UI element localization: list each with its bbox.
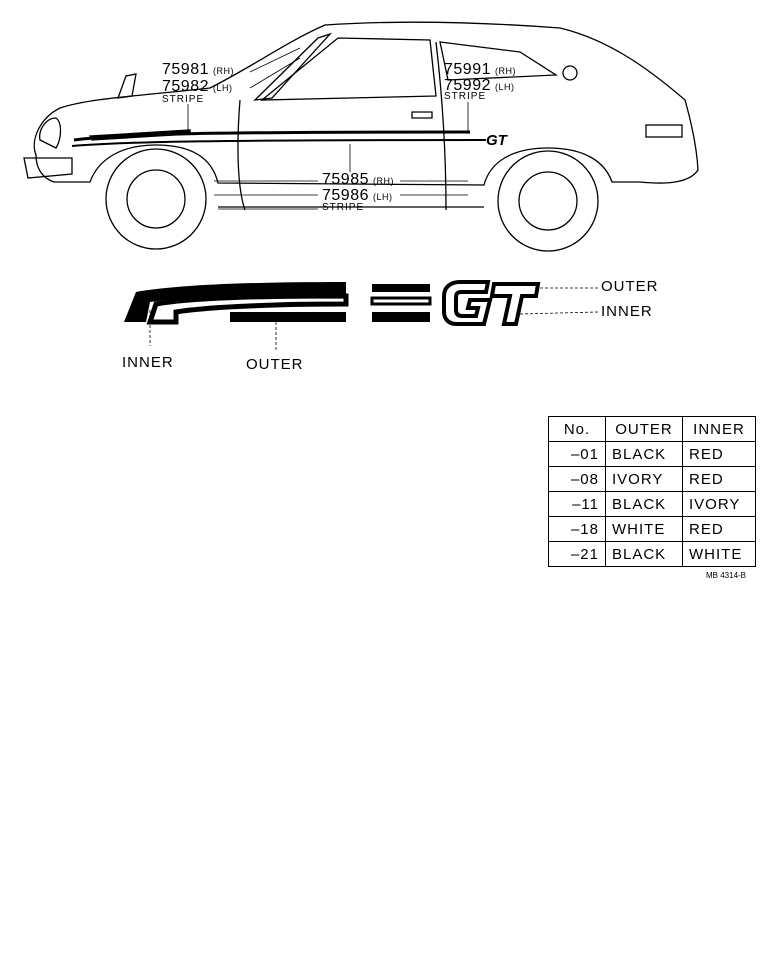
callout-inner-left: INNER	[122, 354, 174, 371]
callout-inner-right: INNER	[601, 303, 653, 320]
table-row: –08 IVORY RED	[548, 466, 756, 492]
figure-code: MB 4314-B	[706, 571, 747, 580]
cell-outer: BLACK	[605, 491, 683, 517]
stripe-segment-2	[372, 284, 430, 292]
table-header-row: No. OUTER INNER	[548, 416, 756, 442]
rear-stripe-rh: 75991 (RH)	[444, 62, 516, 78]
front-stripe-lh: 75982 (LH)	[162, 79, 233, 95]
front-wheel	[126, 169, 186, 229]
front-stripe-lh-side: (LH)	[213, 83, 233, 93]
front-stripe-rh-side: (RH)	[213, 66, 234, 76]
side-stripe-lh-number: 75986	[322, 187, 369, 204]
rear-wheel	[518, 171, 578, 231]
leader-side-left	[214, 180, 318, 210]
cell-number: –18	[548, 516, 606, 542]
cell-number: –21	[548, 541, 606, 567]
side-mirror	[117, 73, 137, 99]
side-stripe-lh-side: (LH)	[373, 192, 393, 202]
leader-front-stripe	[249, 47, 301, 89]
side-stripe-lh: 75986 (LH)	[322, 188, 393, 204]
leader-side-right	[400, 180, 468, 196]
table-row: –11 BLACK IVORY	[548, 491, 756, 517]
callout-outer-right: OUTER	[601, 278, 659, 295]
rear-stripe-rh-side: (RH)	[495, 66, 516, 76]
gt-letter-t	[489, 282, 541, 326]
table-row: –21 BLACK WHITE	[548, 541, 756, 567]
header-number: No.	[548, 416, 606, 442]
side-stripe-rh: 75985 (RH)	[322, 172, 394, 188]
side-stripe-name: STRIPE	[322, 202, 365, 213]
cell-inner: RED	[682, 466, 756, 492]
cell-inner: IVORY	[682, 491, 756, 517]
rear-stripe-rh-number: 75991	[444, 61, 491, 78]
front-stripe-lh-number: 75982	[162, 78, 209, 95]
stripe-segment-3	[370, 296, 432, 306]
cell-outer: BLACK	[605, 541, 683, 567]
side-stripe-front-fill	[88, 129, 191, 141]
rear-stripe-lh: 75992 (LH)	[444, 78, 515, 94]
rear-quarter-window	[439, 41, 559, 81]
front-stripe-rh-number: 75981	[162, 61, 209, 78]
front-stripe-name: STRIPE	[162, 94, 205, 105]
car-gt-badge: GT	[486, 132, 509, 149]
cell-inner: WHITE	[682, 541, 756, 567]
rear-stripe-lh-number: 75992	[444, 77, 491, 94]
door-front-line	[237, 99, 246, 211]
headlight	[39, 117, 62, 149]
cell-number: –11	[548, 491, 606, 517]
rear-stripe-name: STRIPE	[444, 91, 487, 102]
color-code-table: No. OUTER INNER –01 BLACK RED –08 IVORY …	[548, 416, 756, 567]
gt-letter-g	[442, 280, 493, 326]
side-stripe-rh-number: 75985	[322, 171, 369, 188]
stripe-outer-sweep	[124, 282, 346, 322]
rear-tire	[497, 150, 599, 252]
front-bumper	[23, 157, 73, 179]
car-body-outline	[33, 21, 699, 186]
fuel-cap	[562, 65, 578, 81]
leader-inner-right	[519, 311, 599, 315]
stripe-segment-1	[230, 312, 346, 322]
callout-outer-bottom: OUTER	[246, 356, 304, 373]
cell-number: –08	[548, 466, 606, 492]
side-marker-lamp	[645, 124, 683, 138]
door-handle	[411, 111, 433, 119]
cell-number: –01	[548, 441, 606, 467]
side-stripe-rh-side: (RH)	[373, 176, 394, 186]
cell-outer: IVORY	[605, 466, 683, 492]
cell-outer: WHITE	[605, 516, 683, 542]
cell-inner: RED	[682, 441, 756, 467]
rear-stripe-lh-side: (LH)	[495, 82, 515, 92]
header-inner: INNER	[682, 416, 756, 442]
table-row: –01 BLACK RED	[548, 441, 756, 467]
cell-outer: BLACK	[605, 441, 683, 467]
windshield	[253, 32, 333, 101]
front-tire	[105, 148, 207, 250]
stripe-segment-4	[372, 312, 430, 322]
table-row: –18 WHITE RED	[548, 516, 756, 542]
car-side-view	[23, 21, 699, 252]
front-stripe-rh: 75981 (RH)	[162, 62, 234, 78]
side-window	[260, 37, 437, 101]
stripe-detail	[124, 280, 599, 352]
header-outer: OUTER	[605, 416, 683, 442]
cell-inner: RED	[682, 516, 756, 542]
stripe-inner-sweep	[146, 293, 349, 325]
side-stripe-inner	[71, 139, 487, 147]
